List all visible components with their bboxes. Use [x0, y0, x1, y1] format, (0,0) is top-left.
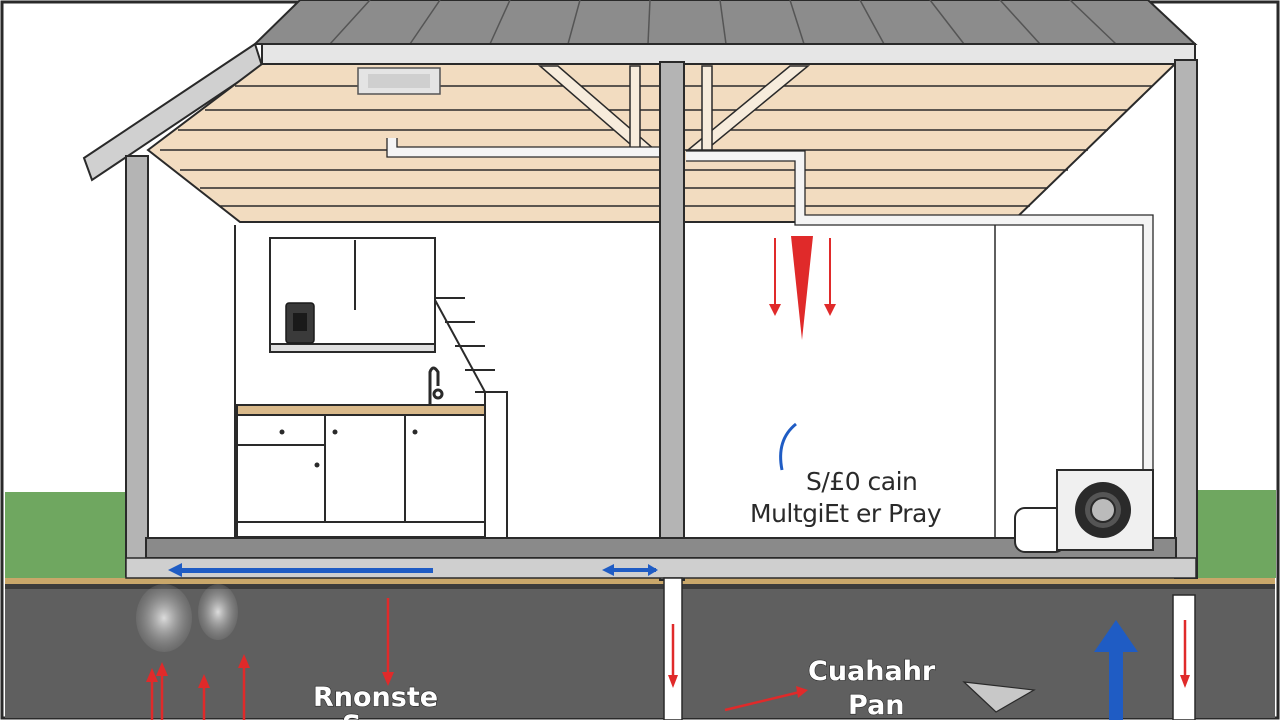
roof	[82, 0, 1198, 182]
airflow-curve	[779, 422, 797, 471]
moisture-plumes	[136, 584, 238, 652]
exhaust-fan-icon	[357, 67, 441, 95]
floor-airflow-arrows	[168, 563, 658, 577]
wall-speaker-icon	[285, 302, 315, 344]
duct-pipes	[387, 138, 1153, 545]
sink-faucet-icon	[428, 366, 444, 405]
crawlspace-blue-arrow	[1094, 620, 1138, 720]
ground-grass	[5, 490, 1276, 578]
crawlspace-label-left-line2: S	[342, 710, 361, 720]
crawlspace-soil	[5, 578, 1275, 718]
crawlspace-label-right-line1: Cuahahr	[808, 656, 936, 687]
interior-label-line2: MultgiЕt er Pray	[750, 499, 942, 528]
cabinet-knobs	[279, 429, 418, 468]
crawlspace-label-left-line1: Rnonste	[313, 682, 438, 713]
crawlspace-red-arrows	[146, 598, 1190, 720]
crawlspace-label-right-line2: Pan	[848, 690, 905, 720]
interior-label-line1: S/£0 cаin	[806, 467, 917, 496]
dehumidifier-unit-icon	[1014, 469, 1154, 553]
stair-rail	[434, 240, 505, 393]
airflow-arrow-icon	[769, 236, 836, 340]
house-walls	[125, 59, 1198, 720]
vapor-barrier-flap	[962, 681, 1036, 713]
kitchen-cabinets	[236, 237, 508, 539]
